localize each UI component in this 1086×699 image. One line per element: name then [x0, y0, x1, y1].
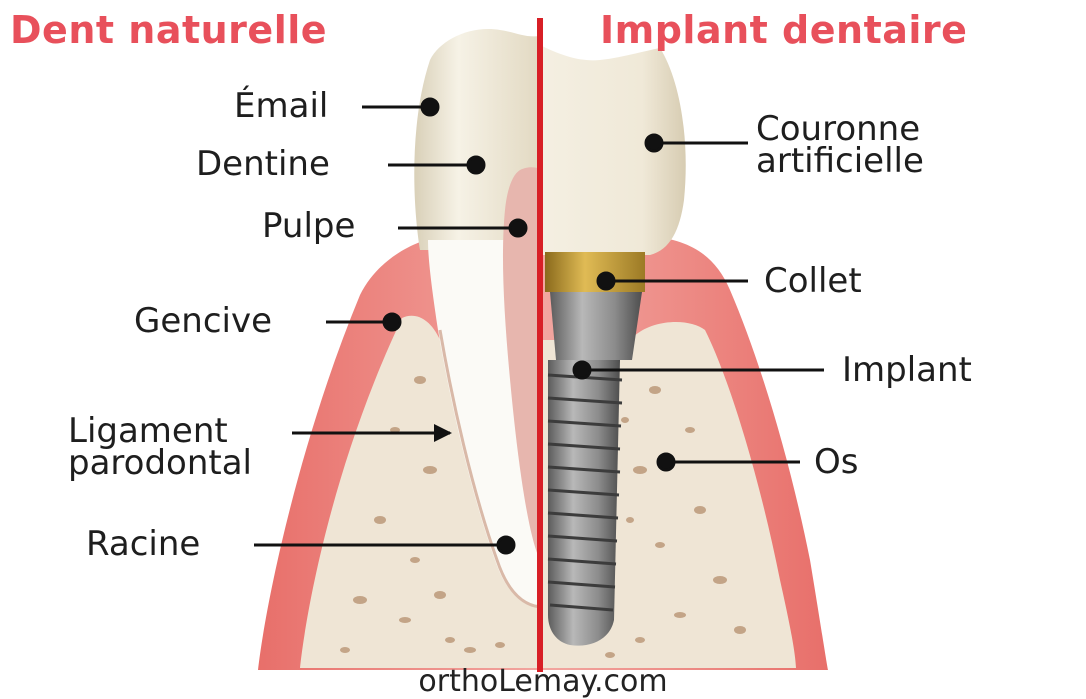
- implant-abutment: [550, 292, 642, 360]
- website-footer: orthoLemay.com: [0, 664, 1086, 699]
- label-bone: Os: [814, 444, 858, 480]
- label-root: Racine: [86, 526, 200, 562]
- artificial-crown: [540, 45, 686, 255]
- label-implant: Implant: [842, 352, 972, 388]
- title-natural-tooth: Dent naturelle: [10, 8, 327, 52]
- label-pulp: Pulpe: [262, 208, 355, 244]
- label-ligament-line2: parodontal: [68, 446, 252, 480]
- label-collar: Collet: [764, 263, 862, 299]
- label-dentin: Dentine: [196, 146, 330, 182]
- label-enamel: Émail: [234, 88, 328, 124]
- label-crown-line2: artificielle: [756, 144, 924, 178]
- label-gum: Gencive: [134, 303, 272, 339]
- implant-collar: [545, 252, 645, 292]
- title-dental-implant: Implant dentaire: [600, 8, 967, 52]
